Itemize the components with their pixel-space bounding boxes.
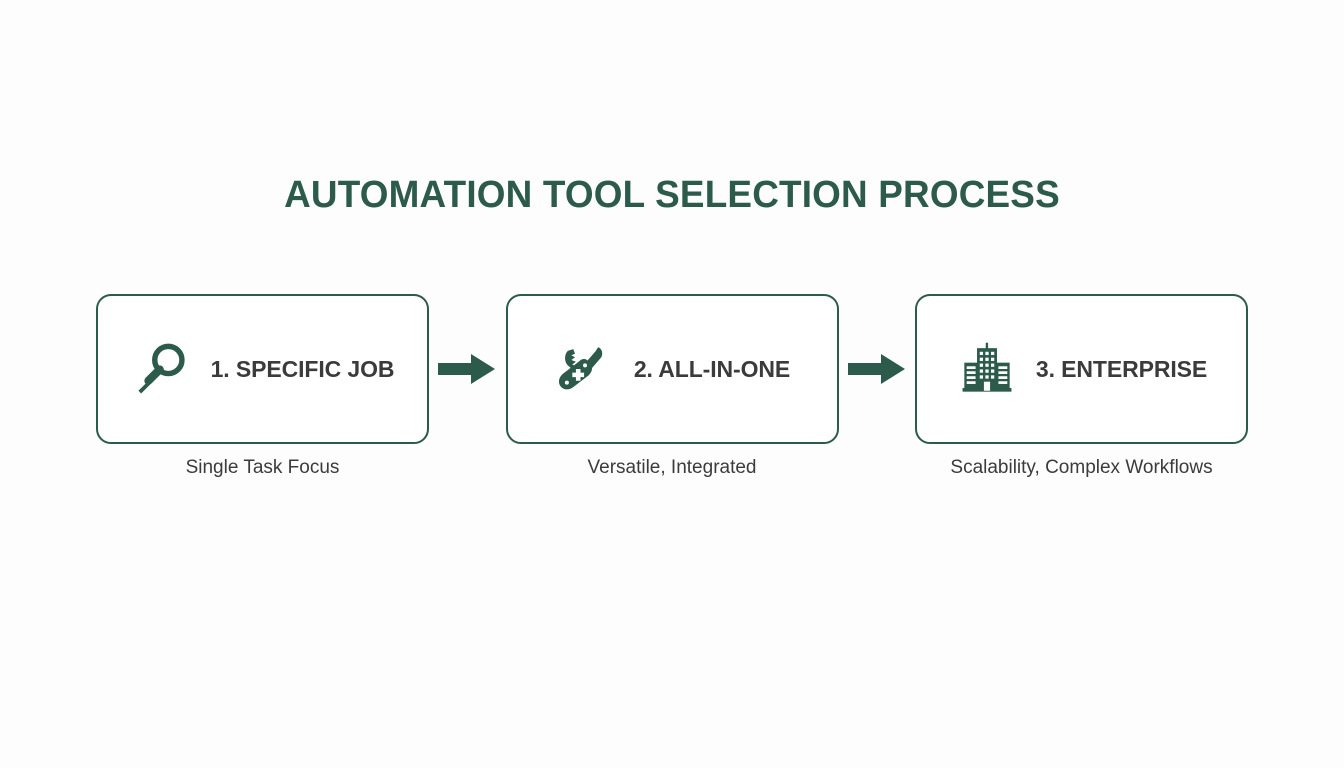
arrow-right-icon: [846, 349, 908, 389]
process-flow: 1. SPECIFIC JOB: [96, 294, 1248, 444]
office-buildings-icon: [956, 338, 1018, 400]
step-caption: Scalability, Complex Workflows: [950, 457, 1213, 478]
arrow-right-icon: [436, 349, 498, 389]
step-card-enterprise[interactable]: 3. ENTERPRISE: [915, 294, 1248, 444]
step-captions: Single Task Focus Versatile, Integrated …: [96, 455, 1248, 480]
step-caption: Single Task Focus: [185, 457, 340, 478]
step-label: 1. SPECIFIC JOB: [210, 355, 395, 382]
page-title: AUTOMATION TOOL SELECTION PROCESS: [284, 174, 1060, 216]
step-caption: Versatile, Integrated: [587, 457, 757, 478]
magnifying-glass-icon: [131, 338, 193, 400]
step-label: 3. ENTERPRISE: [1035, 355, 1208, 382]
swiss-army-knife-icon: [554, 338, 616, 400]
step-label: 2. ALL-IN-ONE: [633, 355, 791, 382]
step-card-specific-job[interactable]: 1. SPECIFIC JOB: [96, 294, 429, 444]
step-card-all-in-one[interactable]: 2. ALL-IN-ONE: [505, 294, 839, 444]
